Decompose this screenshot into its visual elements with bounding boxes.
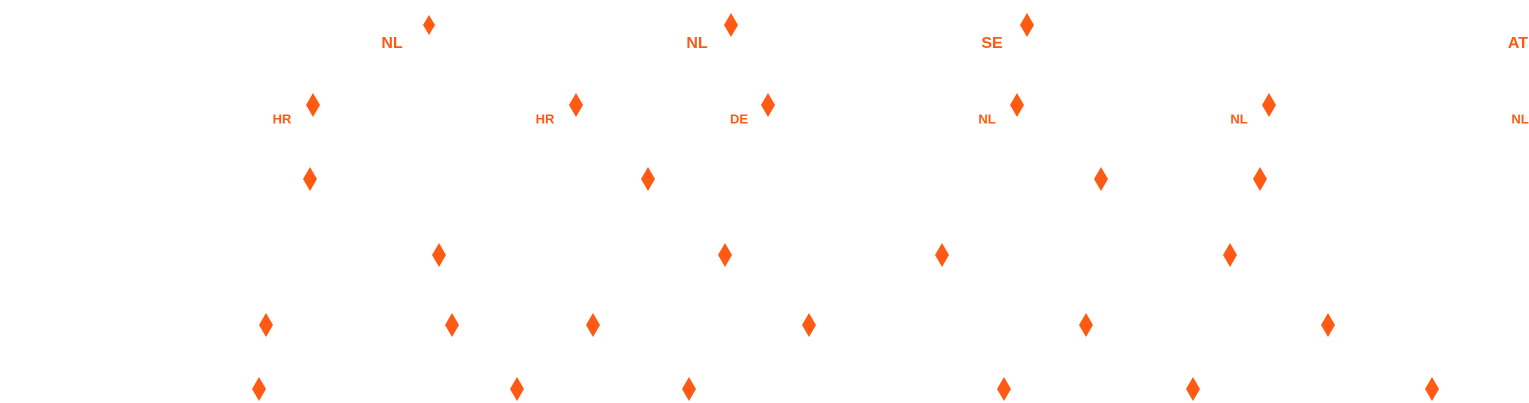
diamond-icon bbox=[259, 313, 273, 337]
label-row-2: HR HR DE NL NL NL bbox=[273, 111, 1529, 126]
diamond-icon bbox=[586, 313, 600, 337]
diamond-icon bbox=[1020, 13, 1034, 37]
label-row-1: NL NL SE AT bbox=[381, 35, 1528, 52]
diamond-icon bbox=[1223, 243, 1237, 267]
diamond-icon bbox=[761, 93, 775, 117]
diamond-icon bbox=[802, 313, 816, 337]
diamond-icon bbox=[303, 167, 317, 191]
country-label: NL bbox=[686, 35, 708, 52]
diamond-icon bbox=[445, 313, 459, 337]
diamond-icon bbox=[510, 377, 524, 401]
diamond-icon bbox=[306, 93, 320, 117]
country-label: NL bbox=[978, 111, 995, 126]
diamond-icon bbox=[997, 377, 1011, 401]
diamond-icon bbox=[724, 13, 738, 37]
diamond-icon bbox=[718, 243, 732, 267]
diamond-icon bbox=[252, 377, 266, 401]
diamond-icon bbox=[423, 15, 435, 35]
diamond-icon bbox=[1010, 93, 1024, 117]
diamond-icon bbox=[569, 93, 583, 117]
diamond-icon bbox=[1262, 93, 1276, 117]
diamond-icon bbox=[1253, 167, 1267, 191]
diamond-icon bbox=[1321, 313, 1335, 337]
country-label: HR bbox=[273, 111, 292, 126]
diamond-markers bbox=[252, 13, 1439, 401]
country-label: NL bbox=[1230, 111, 1247, 126]
diamond-icon bbox=[935, 243, 949, 267]
diamond-icon bbox=[682, 377, 696, 401]
country-label: AT bbox=[1508, 35, 1528, 52]
diamond-icon bbox=[1079, 313, 1093, 337]
diamond-icon bbox=[641, 167, 655, 191]
diamond-icon bbox=[1094, 167, 1108, 191]
country-label: HR bbox=[536, 111, 555, 126]
country-label: NL bbox=[381, 35, 403, 52]
country-label: SE bbox=[981, 35, 1003, 52]
diamond-icon bbox=[1186, 377, 1200, 401]
diamond-icon bbox=[432, 243, 446, 267]
diamond-icon bbox=[1425, 377, 1439, 401]
country-label: DE bbox=[730, 111, 748, 126]
country-label: NL bbox=[1511, 111, 1528, 126]
